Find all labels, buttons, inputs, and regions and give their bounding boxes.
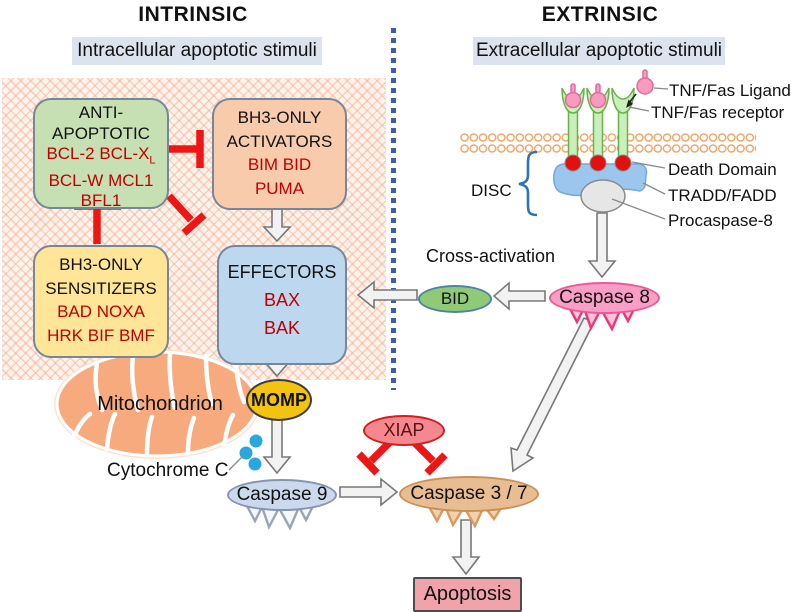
momp-node: MOMP	[246, 379, 312, 421]
inhibitor-xiap-to-caspase9-path	[356, 439, 393, 476]
anti-apoptotic-genes-line3: BFL1	[80, 191, 122, 211]
sensitizers-name-line1: BH3-ONLY	[59, 255, 143, 274]
arrow-caspase8-to-caspase37	[510, 316, 596, 473]
arrow-procaspase8-to-caspase8	[587, 212, 617, 279]
mitochondrion-shape	[54, 349, 260, 459]
intrinsic-title: INTRINSIC	[138, 3, 248, 26]
inhibitor-anti-apoptotic-to-effectors	[166, 193, 207, 236]
ligand-binding-arrow	[626, 93, 637, 108]
caspase9-node: Caspase 9	[227, 479, 337, 511]
procaspase8-shape	[580, 179, 626, 213]
inhibitor-xiap-to-caspase37	[411, 439, 448, 476]
bh3-sensitizers-box: BH3-ONLY SENSITIZERS BAD NOXA HRK BIF BM…	[33, 245, 169, 358]
intracellular-stimuli-label: Intracellular apoptotic stimuli	[72, 37, 322, 65]
caspase37-node: Caspase 3 / 7	[399, 476, 539, 512]
anti-apoptotic-name-line2: APOPTOTIC	[52, 123, 150, 143]
tradd-fadd-label: TRADD/FADD	[668, 186, 777, 205]
procaspase8-label: Procaspase-8	[668, 211, 773, 230]
anti-apoptotic-box: ANTI- APOPTOTIC BCL-2 BCL-XL BCL-W MCL1 …	[33, 98, 169, 211]
xiap-node: XIAP	[363, 415, 445, 446]
activators-name-line1: BH3-ONLY	[237, 108, 322, 127]
activators-genes-line1: BIM BID	[247, 155, 312, 174]
mitochondrion-label: Mitochondrion	[97, 393, 223, 415]
arrow-caspase9-to-caspase37	[339, 477, 399, 507]
arrow-momp-to-caspase9	[262, 418, 292, 475]
cross-activation-label: Cross-activation	[426, 246, 556, 266]
intrinsic-extrinsic-divider	[391, 28, 396, 390]
death-domain-dots	[564, 154, 632, 172]
effectors-name: EFFECTORS	[227, 262, 337, 282]
arrow-caspase37-to-apoptosis	[451, 519, 481, 576]
activators-genes-line2: PUMA	[254, 178, 305, 198]
anti-apoptotic-genes-line1: BCL-2 BCL-XL	[46, 144, 156, 167]
anti-apoptotic-genes-line2: BCL-W MCL1	[48, 170, 154, 190]
tnf-fas-ligand-icons	[564, 69, 654, 109]
effectors-genes-line2: BAK	[263, 318, 301, 338]
label-pointer-lines	[611, 87, 669, 220]
effectors-genes-line1: BAX	[263, 290, 301, 310]
cytochrome-c-dots	[239, 434, 263, 471]
disc-brace	[518, 150, 538, 217]
arrow-bid-to-effectors	[356, 280, 418, 310]
bid-node: BID	[418, 285, 492, 313]
tnf-fas-ligand-label: TNF/Fas Ligand	[669, 81, 791, 100]
arrow-caspase8-to-bid	[492, 281, 546, 311]
activators-name-line2: ACTIVATORS	[226, 131, 333, 151]
bh3-activators-box: BH3-ONLY ACTIVATORS BIM BID PUMA	[212, 98, 347, 210]
sensitizers-name-line2: SENSITIZERS	[45, 278, 157, 298]
effectors-box: EFFECTORS BAX BAK	[217, 245, 347, 365]
sensitizers-genes-line2: HRK BIF BMF	[47, 325, 155, 345]
cytochrome-c-label: Cytochrome C	[107, 460, 229, 481]
extracellular-stimuli-label: Extracellular apoptotic stimuli	[473, 37, 725, 65]
anti-apoptotic-name-line1: ANTI-	[78, 103, 124, 122]
cytochrome-c-pointer-line	[228, 455, 244, 471]
sensitizers-genes-line1: BAD NOXA	[57, 302, 145, 321]
caspase8-node: Caspase 8	[549, 282, 660, 314]
apoptosis-node: Apoptosis	[413, 577, 522, 612]
death-domain-label: Death Domain	[668, 160, 777, 179]
disc-label: DISC	[471, 181, 512, 200]
cell-membrane	[460, 132, 756, 154]
extrinsic-title: EXTRINSIC	[541, 3, 659, 26]
tnf-fas-receptor-label: TNF/Fas receptor	[651, 103, 785, 122]
